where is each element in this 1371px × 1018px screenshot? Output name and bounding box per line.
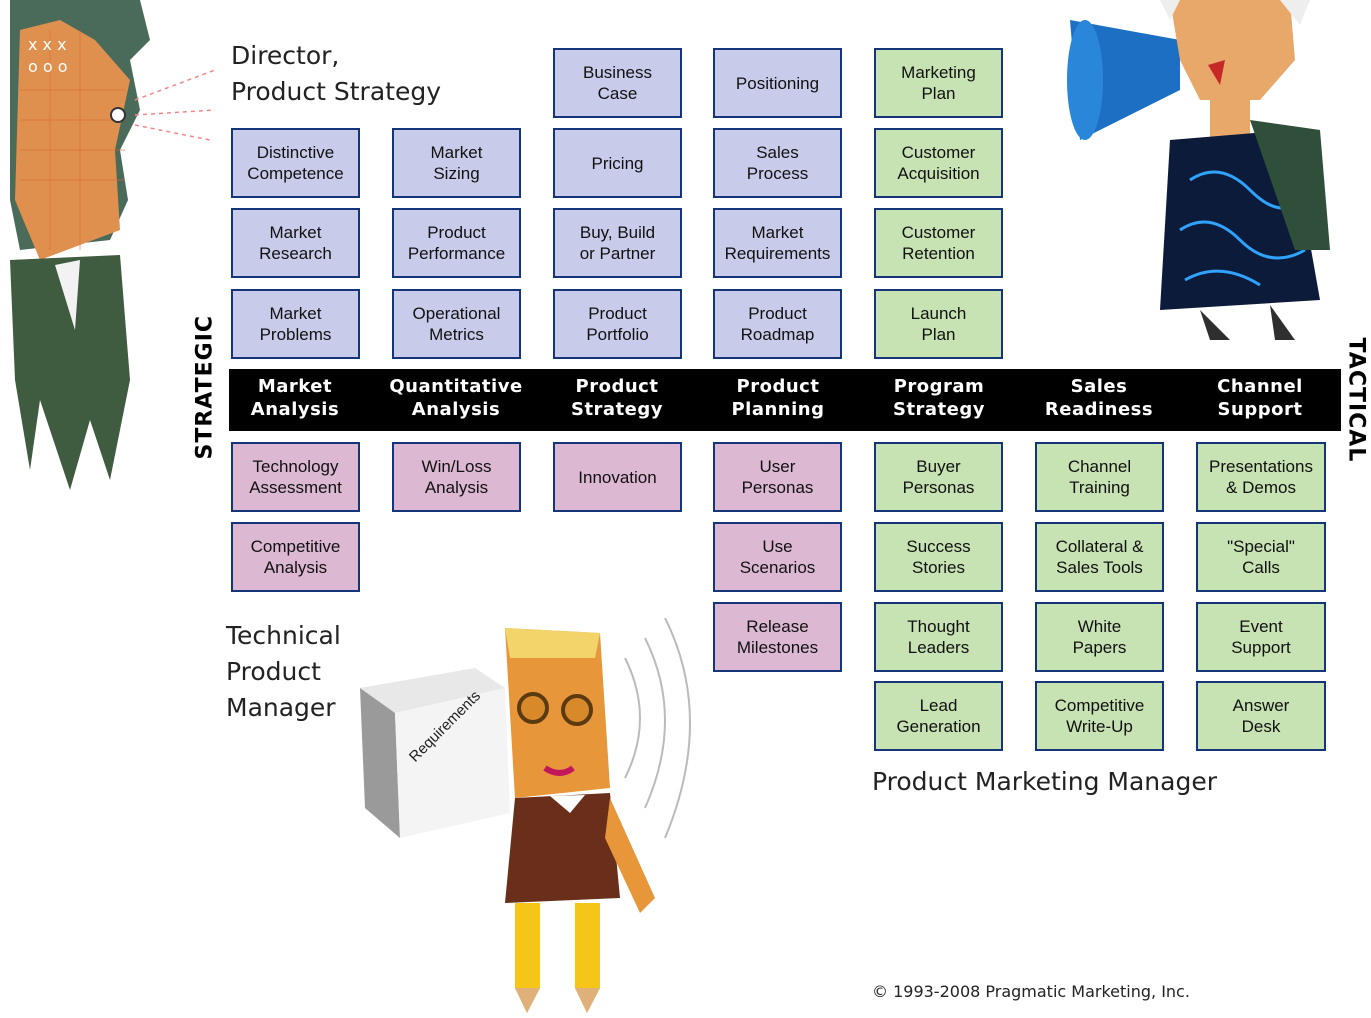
category-product-strategy: Product Strategy (570, 376, 664, 420)
technical-pm-role-label: Technical Product Manager (226, 621, 341, 722)
activity-box: Event Support (1196, 602, 1326, 672)
activity-box: Win/Loss Analysis (392, 442, 521, 512)
director-illustration: x x x o o o (10, 0, 216, 490)
activity-box: Buyer Personas (874, 442, 1003, 512)
marketing-manager-role-label: Product Marketing Manager (872, 767, 1217, 796)
activity-box: Channel Training (1035, 442, 1164, 512)
activity-box: User Personas (713, 442, 842, 512)
activity-box: Operational Metrics (392, 289, 521, 359)
activity-box: Market Requirements (713, 208, 842, 278)
strategic-side-label: STRATEGIC (192, 314, 218, 460)
activity-box: Positioning (713, 48, 842, 118)
activity-box: Competitive Analysis (231, 522, 360, 592)
activity-box: Collateral & Sales Tools (1035, 522, 1164, 592)
activity-box: Innovation (553, 442, 682, 512)
activity-box: Pricing (553, 128, 682, 198)
activity-box: Marketing Plan (874, 48, 1003, 118)
category-product-planning: Product Planning (731, 376, 825, 420)
activity-box: Market Problems (231, 289, 360, 359)
activity-box: Customer Acquisition (874, 128, 1003, 198)
category-program-strategy: Program Strategy (892, 376, 986, 420)
copyright-notice: © 1993-2008 Pragmatic Marketing, Inc. (872, 982, 1190, 1001)
activity-box: "Special" Calls (1196, 522, 1326, 592)
activity-box: Product Performance (392, 208, 521, 278)
activity-box: Market Sizing (392, 128, 521, 198)
activity-box: Product Roadmap (713, 289, 842, 359)
activity-box: Success Stories (874, 522, 1003, 592)
activity-box: Sales Process (713, 128, 842, 198)
activity-box: Competitive Write-Up (1035, 681, 1164, 751)
activity-box: Buy, Build or Partner (553, 208, 682, 278)
director-role-label: Director, Product Strategy (231, 41, 441, 106)
technical-pm-illustration (360, 618, 691, 1013)
activity-box: Thought Leaders (874, 602, 1003, 672)
category-quantitative-analysis: Quantitative Analysis (389, 376, 523, 420)
category-band (229, 369, 1341, 431)
activity-box: Release Milestones (713, 602, 842, 672)
activity-box: White Papers (1035, 602, 1164, 672)
category-sales-readiness: Sales Readiness (1044, 376, 1154, 420)
activity-box: Answer Desk (1196, 681, 1326, 751)
svg-text:x x x: x x x (28, 35, 67, 54)
tactical-side-label: TACTICAL (1343, 337, 1369, 463)
activity-box: Launch Plan (874, 289, 1003, 359)
activity-box: Technology Assessment (231, 442, 360, 512)
activity-box: Use Scenarios (713, 522, 842, 592)
svg-text:o o o: o o o (28, 57, 68, 76)
category-channel-support: Channel Support (1217, 376, 1303, 420)
category-market-analysis: Market Analysis (250, 376, 340, 420)
activity-box: Lead Generation (874, 681, 1003, 751)
activity-box: Customer Retention (874, 208, 1003, 278)
activity-box: Business Case (553, 48, 682, 118)
marketer-illustration (1067, 0, 1330, 340)
activity-box: Distinctive Competence (231, 128, 360, 198)
activity-box: Product Portfolio (553, 289, 682, 359)
activity-box: Presentations & Demos (1196, 442, 1326, 512)
activity-box: Market Research (231, 208, 360, 278)
